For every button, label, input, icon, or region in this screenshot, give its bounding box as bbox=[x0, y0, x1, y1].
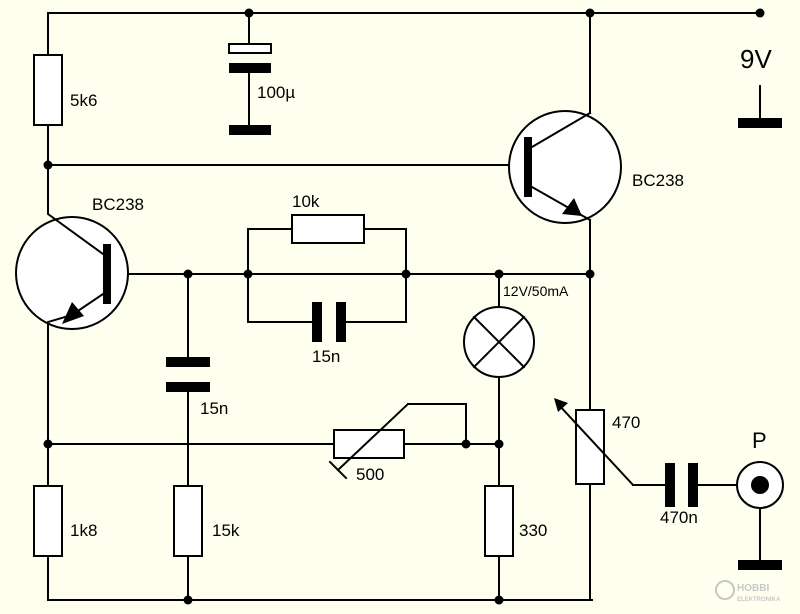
junction-dots bbox=[43, 8, 765, 605]
resistor-1k8: 1k8 bbox=[33, 485, 97, 557]
potentiometer-470: 470 bbox=[554, 398, 640, 487]
trimmer-500: 500 bbox=[328, 402, 410, 484]
trimmer-500-label: 500 bbox=[356, 465, 384, 484]
supply-label: 9V bbox=[740, 44, 772, 74]
resistor-330-label: 330 bbox=[519, 521, 547, 540]
resistor-15k-label: 15k bbox=[212, 521, 240, 540]
capacitor-470n-label: 470n bbox=[660, 508, 698, 527]
transistor-q2: BC238 bbox=[508, 110, 684, 224]
capacitor-15n-shunt: 15n bbox=[166, 357, 228, 418]
wiper-arrow-icon bbox=[554, 398, 568, 412]
wires bbox=[47, 12, 761, 601]
capacitor-100u: 100µ bbox=[228, 43, 295, 135]
transistor-q1-label: BC238 bbox=[92, 195, 144, 214]
resistor-5k6-label: 5k6 bbox=[70, 91, 97, 110]
supply-9v: 9V bbox=[738, 44, 782, 128]
capacitor-15n-feedback: 15n bbox=[312, 302, 346, 366]
emitter-arrow-icon bbox=[62, 302, 84, 324]
capacitor-100u-label: 100µ bbox=[257, 83, 295, 102]
logo-subtext: ELEKTRONIKA bbox=[737, 597, 781, 603]
ground-symbol bbox=[738, 118, 782, 128]
capacitor-15n-feedback-label: 15n bbox=[312, 347, 340, 366]
transistor-q1: BC238 bbox=[15, 195, 144, 330]
output-jack: P bbox=[736, 428, 784, 570]
lamp-rating-label: 12V/50mA bbox=[503, 283, 569, 299]
potentiometer-470-label: 470 bbox=[612, 413, 640, 432]
resistor-10k: 10k bbox=[291, 192, 365, 244]
capacitor-15n-shunt-label: 15n bbox=[200, 399, 228, 418]
ground-symbol bbox=[738, 560, 782, 570]
resistor-1k8-label: 1k8 bbox=[70, 521, 97, 540]
logo: HOBBI ELEKTRONIKA bbox=[715, 580, 781, 603]
resistor-10k-label: 10k bbox=[292, 192, 320, 211]
resistor-330: 330 bbox=[484, 485, 547, 557]
logo-text: HOBBI bbox=[737, 583, 769, 594]
resistor-5k6: 5k6 bbox=[33, 54, 97, 126]
transistor-q2-label: BC238 bbox=[632, 171, 684, 190]
capacitor-470n: 470n bbox=[660, 463, 698, 527]
output-label: P bbox=[752, 428, 767, 453]
resistor-15k: 15k bbox=[173, 485, 240, 557]
lamp: 12V/50mA bbox=[463, 283, 569, 378]
emitter-arrow-icon bbox=[562, 198, 582, 216]
